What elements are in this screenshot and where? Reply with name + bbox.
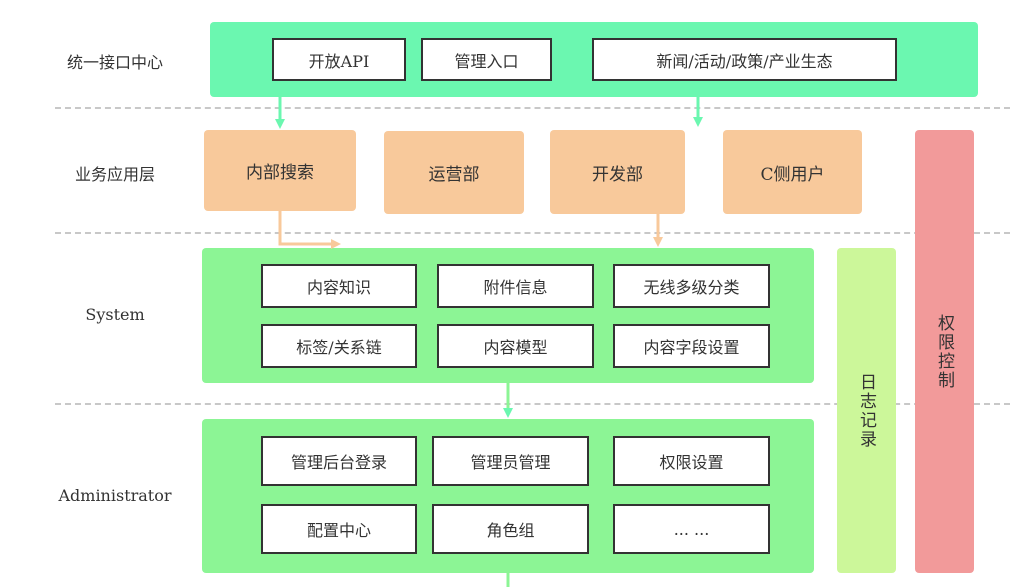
row-label-administrator: Administrator xyxy=(58,486,172,505)
permission-settings-box[interactable]: 权限设置 xyxy=(613,436,770,486)
multi-level-category-box[interactable]: 无线多级分类 xyxy=(613,264,770,308)
row-label-business: 业务应用层 xyxy=(74,165,155,184)
open-api-box[interactable]: 开放API xyxy=(272,38,406,81)
role-group-box[interactable]: 角色组 xyxy=(432,504,589,554)
news-activity-box[interactable]: 新闻/活动/政策/产业生态 xyxy=(592,38,897,81)
log-record-label: 日志记录 xyxy=(856,372,876,449)
admin-management-box[interactable]: 管理员管理 xyxy=(432,436,589,486)
development-tile[interactable]: 开发部 xyxy=(550,130,685,214)
log-record-bar[interactable]: 日志记录 xyxy=(837,248,896,573)
content-knowledge-box[interactable]: 内容知识 xyxy=(261,264,417,308)
content-model-box[interactable]: 内容模型 xyxy=(437,324,594,368)
row-label-interface: 统一接口中心 xyxy=(66,53,163,72)
tag-relation-box[interactable]: 标签/关系链 xyxy=(261,324,417,368)
permission-control-bar[interactable]: 权限控制 xyxy=(915,130,974,573)
divider-1 xyxy=(55,107,1010,109)
config-center-box[interactable]: 配置中心 xyxy=(261,504,417,554)
divider-2 xyxy=(55,232,1010,234)
permission-control-label: 权限控制 xyxy=(934,313,954,390)
attachment-info-box[interactable]: 附件信息 xyxy=(437,264,594,308)
management-entry-box[interactable]: 管理入口 xyxy=(421,38,552,81)
admin-login-box[interactable]: 管理后台登录 xyxy=(261,436,417,486)
internal-search-tile[interactable]: 内部搜索 xyxy=(204,130,356,211)
c-side-user-tile[interactable]: C侧用户 xyxy=(723,130,862,214)
row-label-system: System xyxy=(85,305,145,324)
more-box[interactable]: ... ... xyxy=(613,504,770,554)
arrow-search-to-system xyxy=(278,211,341,249)
content-field-settings-box[interactable]: 内容字段设置 xyxy=(613,324,770,368)
divider-3 xyxy=(55,403,1010,405)
operations-tile[interactable]: 运营部 xyxy=(384,131,524,214)
